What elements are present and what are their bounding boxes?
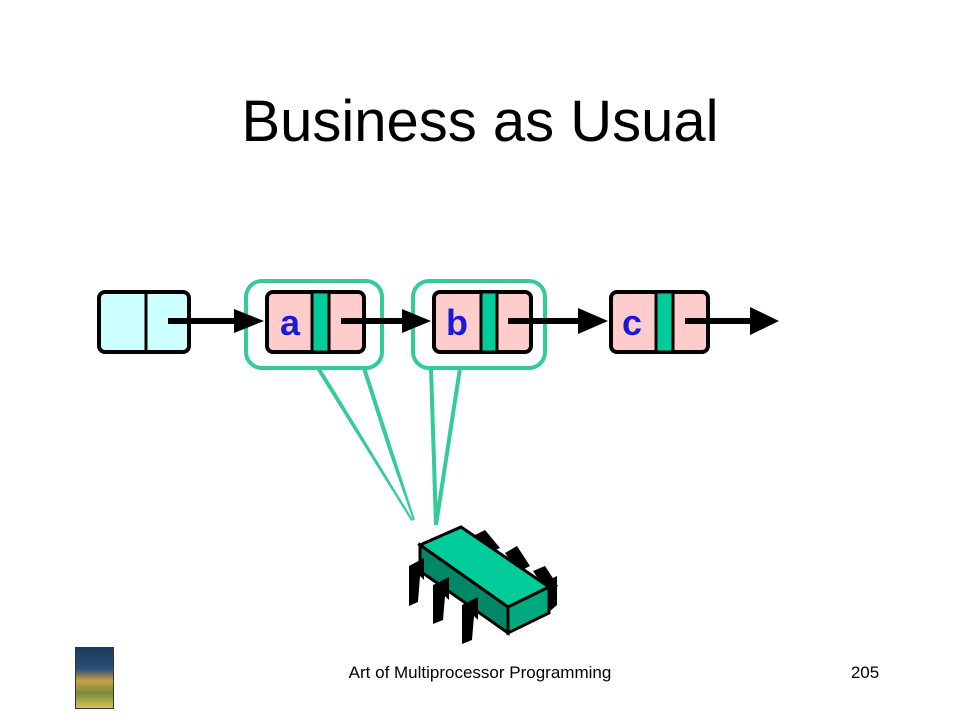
list-node-a: a <box>265 290 366 354</box>
pointer-arrow-c-next <box>685 307 779 335</box>
slide-title: Business as Usual <box>241 89 719 154</box>
lock-pointer-b <box>429 367 462 526</box>
lock-bar-b <box>479 290 499 354</box>
lock-pointer-a <box>316 366 415 522</box>
list-node-c: c <box>609 290 710 354</box>
microchip-icon <box>409 525 558 644</box>
node-label-c: c <box>622 302 642 343</box>
page-number: 205 <box>850 663 880 682</box>
footer-text: Art of Multiprocessor Programming <box>348 663 612 682</box>
node-label-a: a <box>280 302 301 343</box>
list-node-b: b <box>432 290 533 354</box>
lock-bar-c <box>654 290 675 354</box>
pointer-arrow-a-b <box>341 309 431 333</box>
pointer-arrow-sentinel-a <box>168 309 264 333</box>
node-label-b: b <box>446 302 468 343</box>
pointer-arrow-b-c <box>508 308 608 334</box>
book-cover-icon <box>75 647 114 709</box>
lock-bar-a <box>310 290 331 354</box>
